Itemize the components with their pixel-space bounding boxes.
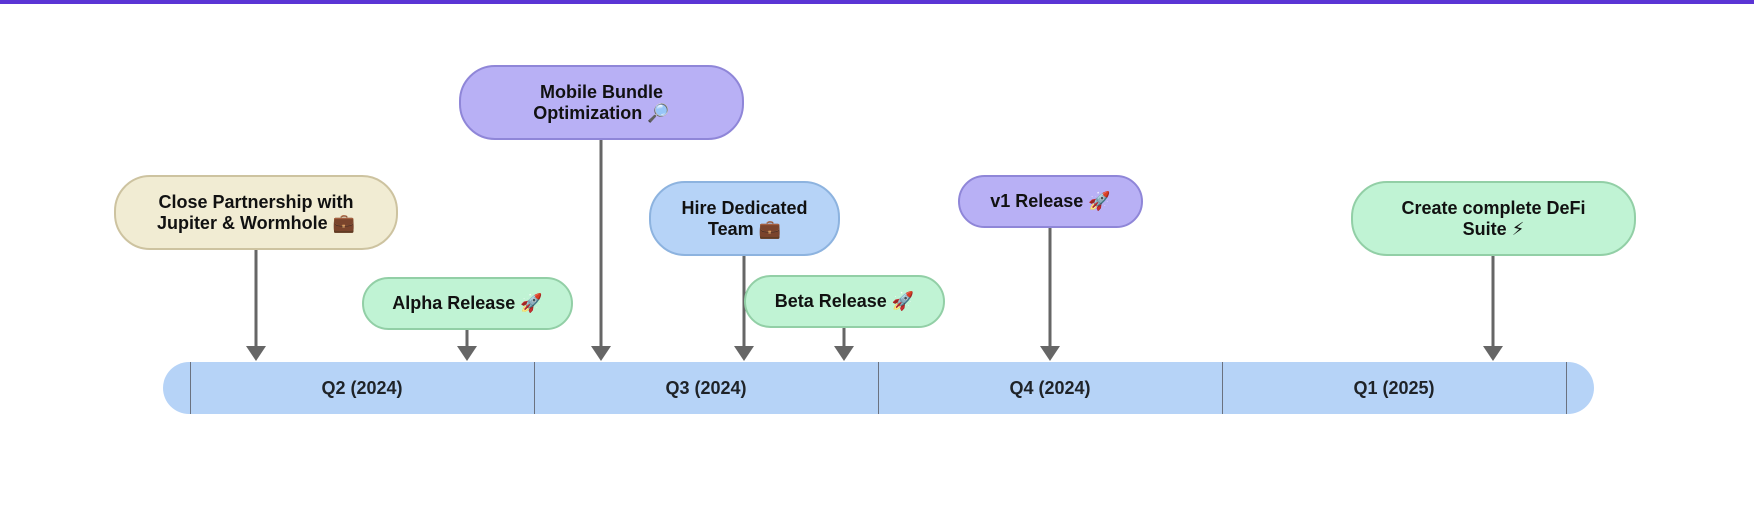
magnifier-icon: 🔎 [647, 102, 670, 123]
milestone-text: Suite [1462, 218, 1507, 239]
briefcase-icon: 💼 [758, 218, 782, 239]
quarter-divider [190, 362, 191, 414]
arrowhead [734, 346, 754, 361]
arrowhead [246, 346, 266, 361]
milestone-text: Close Partnership with [158, 191, 354, 212]
arrowhead [1040, 346, 1060, 361]
milestone-close-partnership: Close Partnership with Jupiter & Wormhol… [114, 175, 398, 250]
quarter-q2-2024: Q2 (2024) [321, 377, 403, 398]
milestone-text: v1 Release [990, 191, 1084, 211]
milestone-text: Alpha Release [392, 293, 516, 313]
rocket-icon: 🚀 [520, 293, 543, 313]
rocket-icon: 🚀 [891, 291, 915, 311]
quarter-divider [1566, 362, 1567, 414]
arrowhead [834, 346, 854, 361]
arrowhead [1483, 346, 1503, 361]
quarter-divider [878, 362, 879, 414]
milestone-text: Jupiter & Wormhole [156, 212, 328, 233]
milestone-beta-release: Beta Release 🚀 [744, 275, 945, 328]
milestone-text: Optimization [533, 102, 643, 123]
timeline-axis: Q2 (2024) Q3 (2024) Q4 (2024) Q1 (2025) [163, 362, 1594, 414]
milestone-text: Beta Release [774, 291, 887, 311]
milestone-hire-dedicated-team: Hire Dedicated Team 💼 [649, 181, 840, 256]
arrowhead [591, 346, 611, 361]
quarter-q1-2025: Q1 (2025) [1353, 377, 1435, 398]
quarter-q4-2024: Q4 (2024) [1009, 377, 1091, 398]
milestone-text: Team [707, 218, 754, 239]
arrowhead [457, 346, 477, 361]
milestone-alpha-release: Alpha Release 🚀 [362, 277, 573, 330]
accent-bar [0, 0, 1754, 4]
quarter-divider [1222, 362, 1223, 414]
quarter-q3-2024: Q3 (2024) [665, 377, 747, 398]
rocket-icon: 🚀 [1088, 191, 1111, 211]
milestone-v1-release: v1 Release 🚀 [958, 175, 1143, 228]
briefcase-icon: 💼 [332, 212, 356, 233]
milestone-create-defi-suite: Create complete DeFi Suite ⚡ [1351, 181, 1636, 256]
lightning-icon: ⚡ [1511, 218, 1525, 239]
milestone-text: Mobile Bundle [540, 81, 663, 102]
milestone-mobile-bundle-optimization: Mobile Bundle Optimization 🔎 [459, 65, 744, 140]
quarter-divider [534, 362, 535, 414]
milestone-text: Create complete DeFi [1401, 197, 1586, 218]
milestone-text: Hire Dedicated [681, 197, 808, 218]
